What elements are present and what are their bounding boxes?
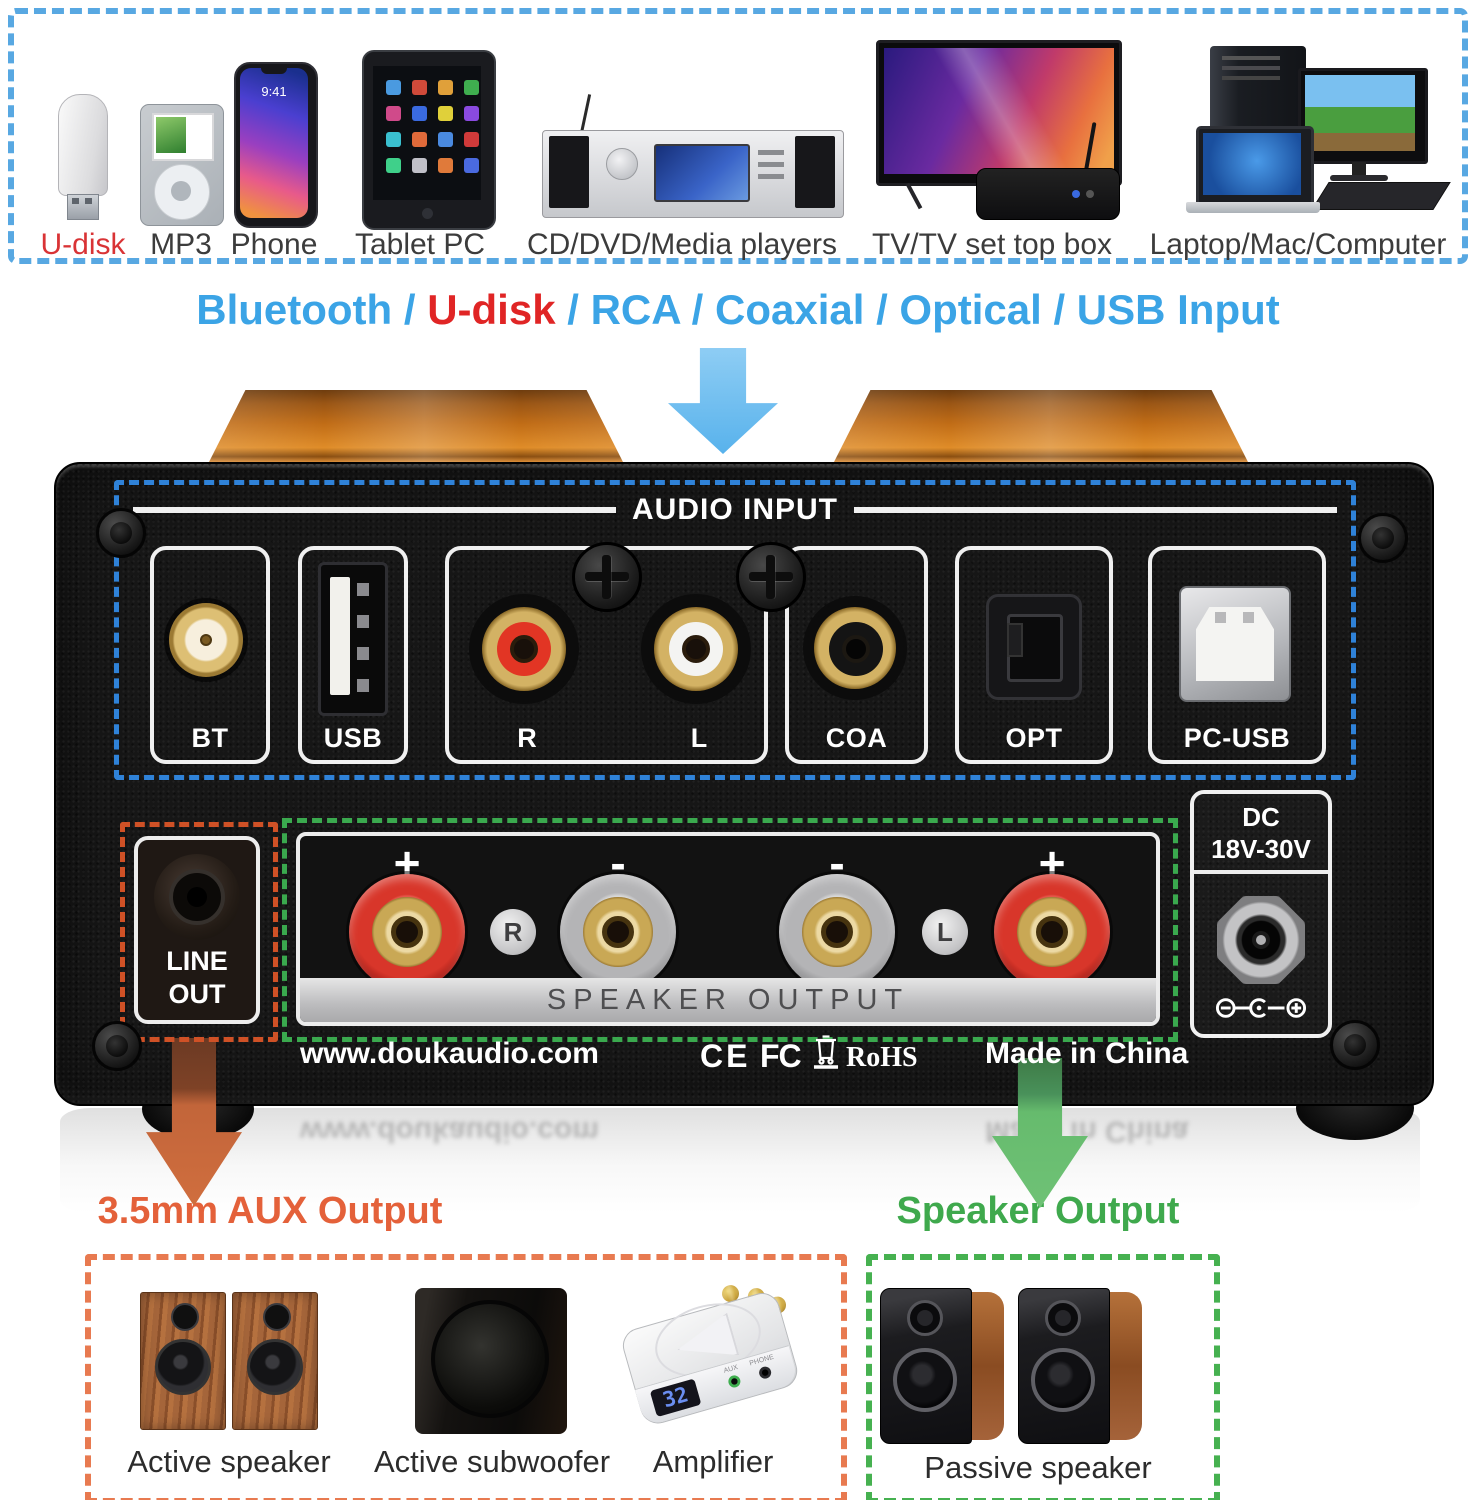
usb-a-jack bbox=[318, 562, 388, 716]
ce-mark: CE bbox=[700, 1038, 751, 1074]
usb-port-label: USB bbox=[323, 723, 383, 753]
panel-screw-icon bbox=[736, 542, 806, 612]
audio-input-header: AUDIO INPUT bbox=[119, 493, 1351, 527]
mp3-player-icon bbox=[140, 104, 224, 226]
dc-input-section: DC 18V-30V bbox=[1190, 790, 1332, 1038]
line-out-section bbox=[120, 822, 278, 1042]
speaker-output-section bbox=[282, 818, 1178, 1042]
tv-set-top-box-icon bbox=[876, 40, 1128, 224]
panel-screw-icon bbox=[572, 542, 642, 612]
source-label-mp3: MP3 bbox=[150, 228, 212, 261]
dc-polarity-icon bbox=[1215, 998, 1307, 1018]
line-out-box: LINE OUT bbox=[134, 836, 260, 1024]
passive-speaker-image bbox=[880, 1288, 1142, 1446]
caption-passive-speaker: Passive speaker bbox=[924, 1450, 1152, 1485]
input-down-arrow-icon bbox=[668, 348, 778, 454]
rca-jack-right bbox=[469, 594, 579, 704]
device-reflection: www.doukaudio.com Made in China bbox=[60, 1108, 1420, 1213]
optical-toslink-jack bbox=[986, 594, 1082, 700]
speaker-output-title: SPEAKER OUTPUT bbox=[300, 978, 1156, 1022]
chassis-screw-icon bbox=[1330, 1020, 1380, 1070]
channel-badge-left: L bbox=[922, 909, 968, 955]
rohs-mark: RoHS bbox=[846, 1042, 918, 1073]
rca-jack-left bbox=[641, 594, 751, 704]
volume-knob-left bbox=[208, 390, 624, 464]
aux-devices-panel bbox=[85, 1254, 847, 1500]
coaxial-port-label: COA bbox=[825, 723, 888, 753]
media-player-icon bbox=[542, 92, 850, 222]
pc-usb-port-label: PC-USB bbox=[1183, 723, 1291, 753]
audio-input-section: AUDIO INPUT bbox=[114, 480, 1356, 780]
caption-active-subwoofer: Active subwoofer bbox=[373, 1444, 611, 1479]
binding-post-clear bbox=[560, 874, 676, 990]
source-label-phone: Phone bbox=[230, 228, 318, 261]
bt-antenna-jack bbox=[169, 603, 243, 677]
pc-usb-port-box: PC-USB bbox=[1148, 546, 1326, 764]
active-speaker-image bbox=[140, 1292, 320, 1432]
source-label-tv: TV/TV set top box bbox=[871, 228, 1113, 261]
input-types-heading: Bluetooth / U-disk / RCA / Coaxial / Opt… bbox=[0, 286, 1476, 334]
rca-left-label: L bbox=[690, 723, 708, 753]
dc-label: DC bbox=[1242, 802, 1280, 832]
usb-port-box: USB bbox=[298, 546, 408, 764]
heading-segment-blue2: / RCA / Coaxial / Optical / USB Input bbox=[555, 286, 1280, 333]
binding-post-clear bbox=[779, 874, 895, 990]
chassis-screw-icon bbox=[96, 508, 146, 558]
website-text: www.doukaudio.com bbox=[300, 1037, 599, 1070]
input-sources-panel: 9:41 bbox=[8, 8, 1468, 264]
rca-right-label: R bbox=[517, 723, 537, 753]
aux-output-title: 3.5mm AUX Output bbox=[97, 1190, 443, 1232]
coaxial-port-box: COA bbox=[785, 546, 928, 764]
heading-segment-red: U-disk bbox=[427, 286, 556, 333]
binding-post-red bbox=[349, 874, 465, 990]
smartphone-icon: 9:41 bbox=[234, 62, 318, 228]
usb-stick-icon bbox=[48, 94, 118, 224]
chassis-screw-icon bbox=[92, 1021, 142, 1071]
source-label-media-players: CD/DVD/Media players bbox=[526, 228, 838, 261]
origin-text: Made in China bbox=[985, 1037, 1189, 1070]
phone-clock: 9:41 bbox=[261, 84, 287, 99]
aux-jack bbox=[154, 854, 240, 940]
caption-active-speaker: Active speaker bbox=[127, 1444, 331, 1479]
bt-port-label: BT bbox=[191, 723, 229, 753]
source-label-computer: Laptop/Mac/Computer bbox=[1149, 228, 1447, 261]
volume-knob-right bbox=[833, 390, 1249, 464]
chassis-screw-icon bbox=[1358, 513, 1408, 563]
coaxial-jack bbox=[803, 596, 907, 700]
line-out-label: LINE OUT bbox=[166, 946, 228, 1009]
speaker-devices-panel bbox=[866, 1254, 1220, 1500]
speaker-output-plate: + - - + R L SPEAKER OUTPUT bbox=[296, 832, 1160, 1026]
heading-segment-blue: Bluetooth / bbox=[196, 286, 428, 333]
optical-port-label: OPT bbox=[1005, 723, 1063, 753]
optical-port-box: OPT bbox=[955, 546, 1113, 764]
desktop-laptop-icon bbox=[1186, 42, 1454, 228]
source-label-tablet: Tablet PC bbox=[354, 228, 486, 261]
caption-amplifier: Amplifier bbox=[652, 1444, 774, 1479]
tablet-icon bbox=[362, 50, 496, 230]
bt-port-box: BT bbox=[150, 546, 270, 764]
rca-rl-port-box: R L bbox=[445, 546, 768, 764]
binding-post-red bbox=[994, 874, 1110, 990]
usb-b-jack bbox=[1179, 586, 1291, 702]
audio-input-title: AUDIO INPUT bbox=[632, 493, 838, 526]
source-label-udisk: U-disk bbox=[40, 228, 126, 261]
dc-voltage-label: 18V-30V bbox=[1211, 834, 1311, 864]
fcc-mark: FC bbox=[760, 1038, 802, 1074]
active-subwoofer-image bbox=[415, 1288, 567, 1434]
channel-badge-right: R bbox=[490, 909, 536, 955]
weee-bin-icon bbox=[814, 1035, 838, 1069]
